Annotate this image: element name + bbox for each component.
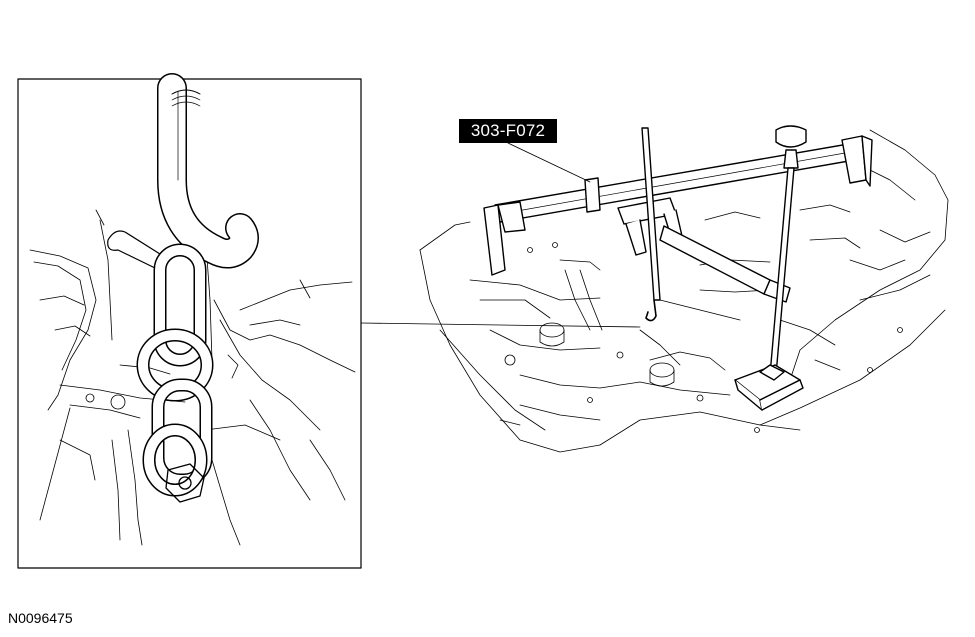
- tool-number-label: 303-F072: [459, 119, 557, 143]
- main-view: [420, 126, 948, 452]
- lifting-bolt: [166, 464, 204, 502]
- tool-label-leader: [508, 143, 590, 182]
- figure-id: N0096475: [8, 610, 73, 626]
- engine-support-bar-icon: [484, 126, 872, 410]
- detail-inset: [18, 79, 361, 568]
- inset-connector-line: [361, 323, 640, 327]
- chain-links: [143, 250, 207, 490]
- inset-leader: [40, 408, 70, 520]
- engine-components: [505, 243, 903, 433]
- inset-pipe-stub: [108, 231, 160, 268]
- inset-frame: [18, 79, 361, 568]
- chain-hook-icon: [172, 88, 244, 254]
